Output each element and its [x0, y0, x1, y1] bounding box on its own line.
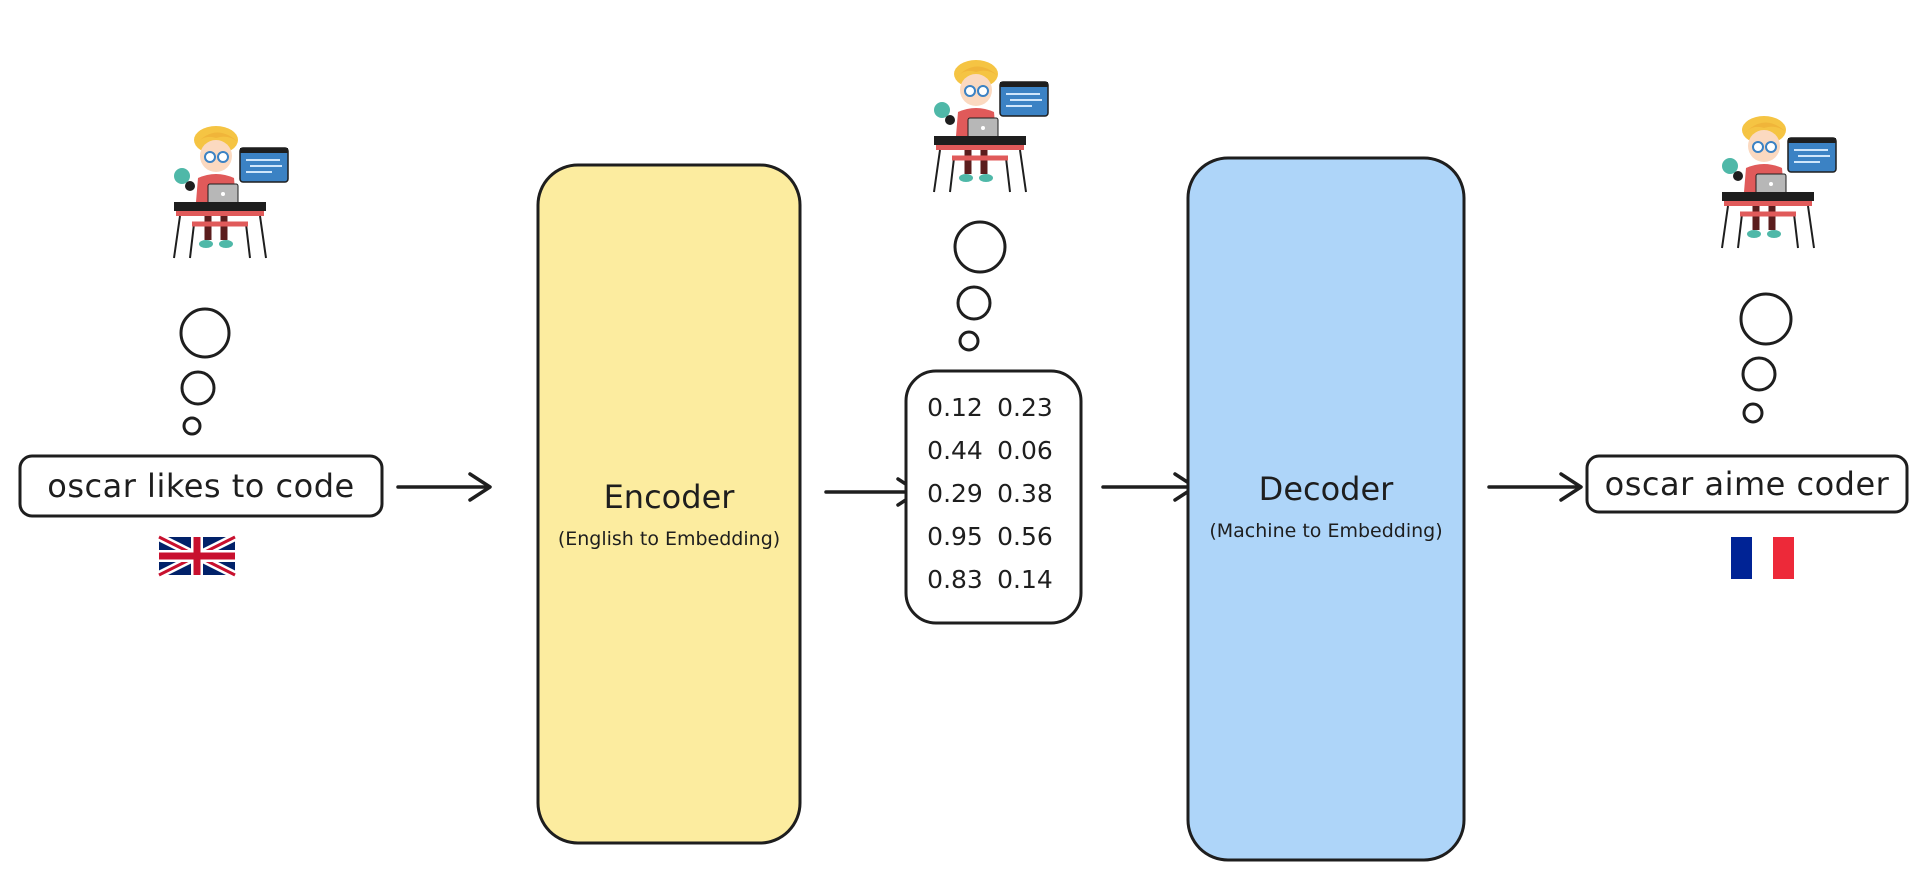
embedding-value: 0.06 [997, 436, 1053, 465]
arrow-right-icon [1101, 472, 1197, 502]
uk-flag-icon [157, 533, 237, 579]
embedding-row: 0.44 0.06 [905, 436, 1075, 465]
arrow-right-icon [1487, 472, 1583, 502]
encoder-subtitle: (English to Embedding) [557, 528, 781, 550]
embedding-value: 0.23 [997, 393, 1053, 422]
input-sentence-box [18, 454, 384, 518]
embedding-value: 0.14 [997, 565, 1053, 594]
developer-illustration-icon [934, 60, 1048, 192]
developer-illustration-icon [1722, 116, 1836, 248]
thought-bubble-icon [179, 307, 231, 436]
embedding-value: 0.83 [927, 565, 983, 594]
encoder-title: Encoder [603, 478, 735, 516]
embedding-value: 0.12 [927, 393, 983, 422]
decoder-block [1186, 156, 1466, 862]
input-sentence-text: oscar likes to code [47, 467, 355, 505]
embedding-value: 0.56 [997, 522, 1053, 551]
thought-bubble-icon [953, 220, 1007, 352]
output-sentence-text: oscar aime coder [1604, 465, 1890, 503]
arrow-right-icon [396, 472, 492, 502]
embedding-box [904, 369, 1083, 625]
thought-bubble-icon [1739, 292, 1793, 424]
decoder-subtitle: (Machine to Embedding) [1209, 520, 1443, 542]
decoder-title: Decoder [1258, 470, 1394, 508]
output-sentence-box [1585, 454, 1909, 514]
embedding-value: 0.95 [927, 522, 983, 551]
embedding-row: 0.95 0.56 [905, 522, 1075, 551]
embedding-value: 0.29 [927, 479, 983, 508]
embedding-value: 0.44 [927, 436, 983, 465]
france-flag-icon [1731, 537, 1794, 579]
embedding-value: 0.38 [997, 479, 1053, 508]
embedding-row: 0.12 0.23 [905, 393, 1075, 422]
embedding-row: 0.29 0.38 [905, 479, 1075, 508]
encoder-block [536, 163, 802, 845]
embedding-row: 0.83 0.14 [905, 565, 1075, 594]
developer-illustration-icon [174, 126, 288, 258]
